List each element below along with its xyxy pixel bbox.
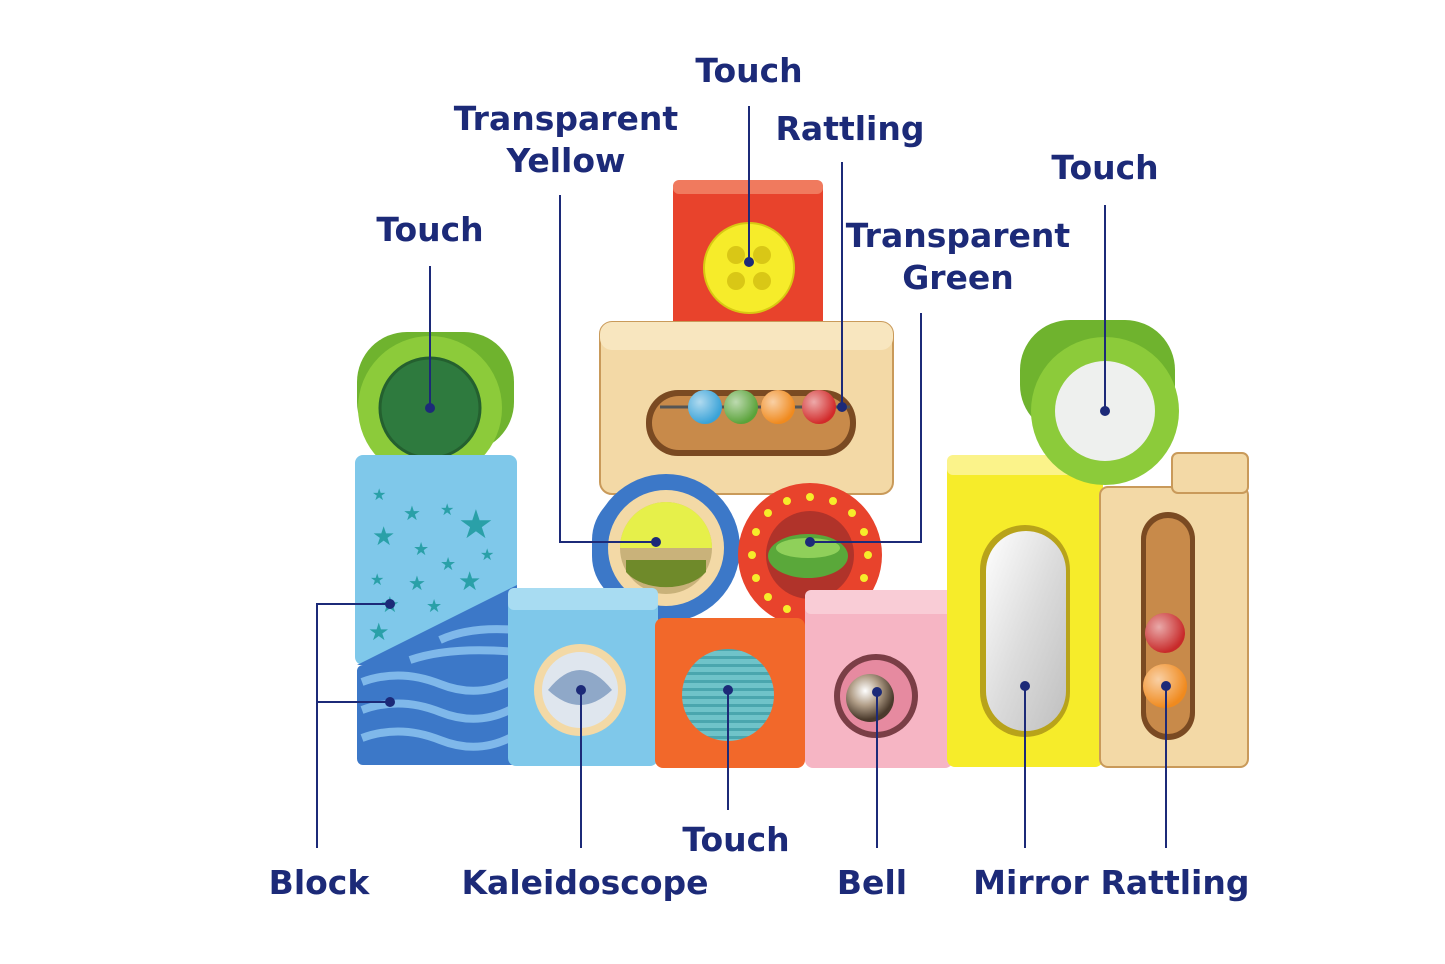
svg-text:★: ★ (368, 618, 390, 646)
svg-text:★: ★ (480, 545, 494, 564)
kaleidoscope-block (508, 588, 658, 766)
callout-labels: Touch Transparent Yellow Rattling Transp… (269, 51, 1250, 902)
svg-text:★: ★ (372, 522, 395, 552)
svg-text:★: ★ (440, 554, 456, 575)
leader-lines (316, 106, 1171, 848)
svg-text:★: ★ (426, 596, 442, 617)
label-transparent-green-line1: Transparent (846, 216, 1071, 255)
pink-bell-block (805, 590, 953, 768)
label-mirror: Mirror (973, 863, 1089, 902)
label-rattling-bottom: Rattling (1101, 863, 1250, 902)
label-transparent-green-line2: Green (902, 258, 1014, 297)
svg-text:★: ★ (408, 571, 426, 595)
svg-text:★: ★ (440, 500, 454, 519)
label-touch-top: Touch (695, 51, 802, 90)
wood-rattle-window-block (1099, 452, 1249, 768)
label-block: Block (269, 863, 371, 902)
label-transparent-yellow-line1: Transparent (454, 99, 679, 138)
svg-text:★: ★ (403, 501, 421, 525)
svg-text:★: ★ (458, 567, 481, 597)
label-transparent-yellow-line2: Yellow (505, 141, 625, 180)
svg-text:★: ★ (372, 485, 386, 504)
label-touch-bottom: Touch (682, 820, 789, 859)
label-touch-right: Touch (1051, 148, 1158, 187)
star-wave-block: ★ ★ ★ ★ ★ ★ ★ ★ ★ ★ ★ ★ ★ ★ (355, 455, 520, 765)
yellow-mirror-block (947, 455, 1103, 767)
label-kaleidoscope: Kaleidoscope (461, 863, 708, 902)
svg-text:★: ★ (413, 539, 429, 560)
label-bell: Bell (837, 863, 907, 902)
svg-text:★: ★ (370, 570, 384, 589)
label-rattling-top: Rattling (776, 109, 925, 148)
blue-tube-yellow-lens (592, 474, 740, 622)
svg-text:★: ★ (458, 502, 494, 548)
wood-rattle-bar-block (599, 321, 894, 495)
label-touch-left: Touch (376, 210, 483, 249)
